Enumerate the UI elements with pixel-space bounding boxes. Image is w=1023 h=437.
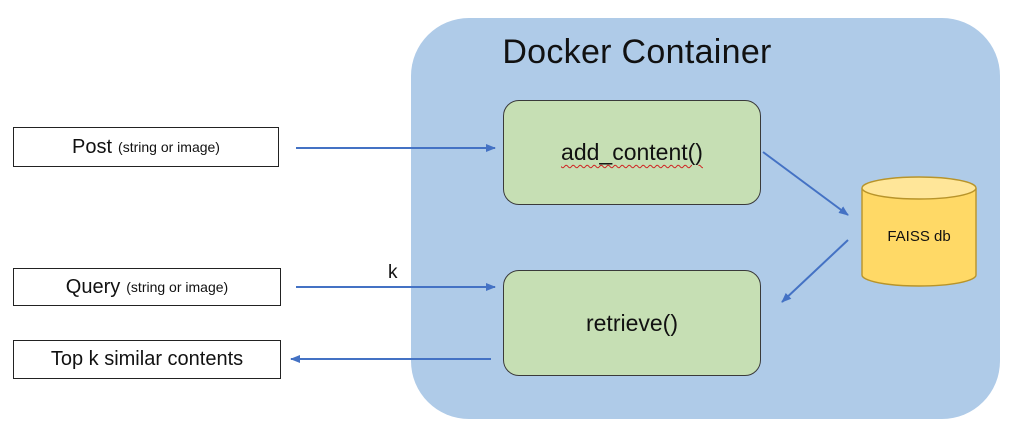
retrieve-label: retrieve() bbox=[585, 309, 678, 336]
faiss-db-cylinder bbox=[861, 176, 977, 287]
faiss-db-label: FAISS db bbox=[862, 228, 976, 245]
db-to-retrieve-arrow bbox=[781, 239, 849, 303]
add-content-node: add_content() bbox=[503, 100, 761, 205]
query-input-box: Query (string or image) bbox=[13, 268, 281, 306]
query-sublabel: (string or image) bbox=[126, 279, 229, 295]
query-label: Query bbox=[65, 275, 121, 298]
result-output-box: Top k similar contents bbox=[13, 340, 281, 379]
post-label: Post bbox=[72, 135, 113, 158]
k-parameter-label: k bbox=[388, 262, 398, 283]
post-sublabel: (string or image) bbox=[118, 139, 220, 155]
add-content-label: add_content() bbox=[561, 139, 703, 165]
add-to-db-arrow bbox=[762, 151, 849, 216]
post-input-box: Post (string or image) bbox=[13, 127, 279, 167]
retrieve-node: retrieve() bbox=[503, 270, 761, 376]
container-title: Docker Container bbox=[502, 33, 772, 71]
faiss-db-text: FAISS db bbox=[887, 228, 951, 245]
result-label: Top k similar contents bbox=[50, 348, 244, 370]
